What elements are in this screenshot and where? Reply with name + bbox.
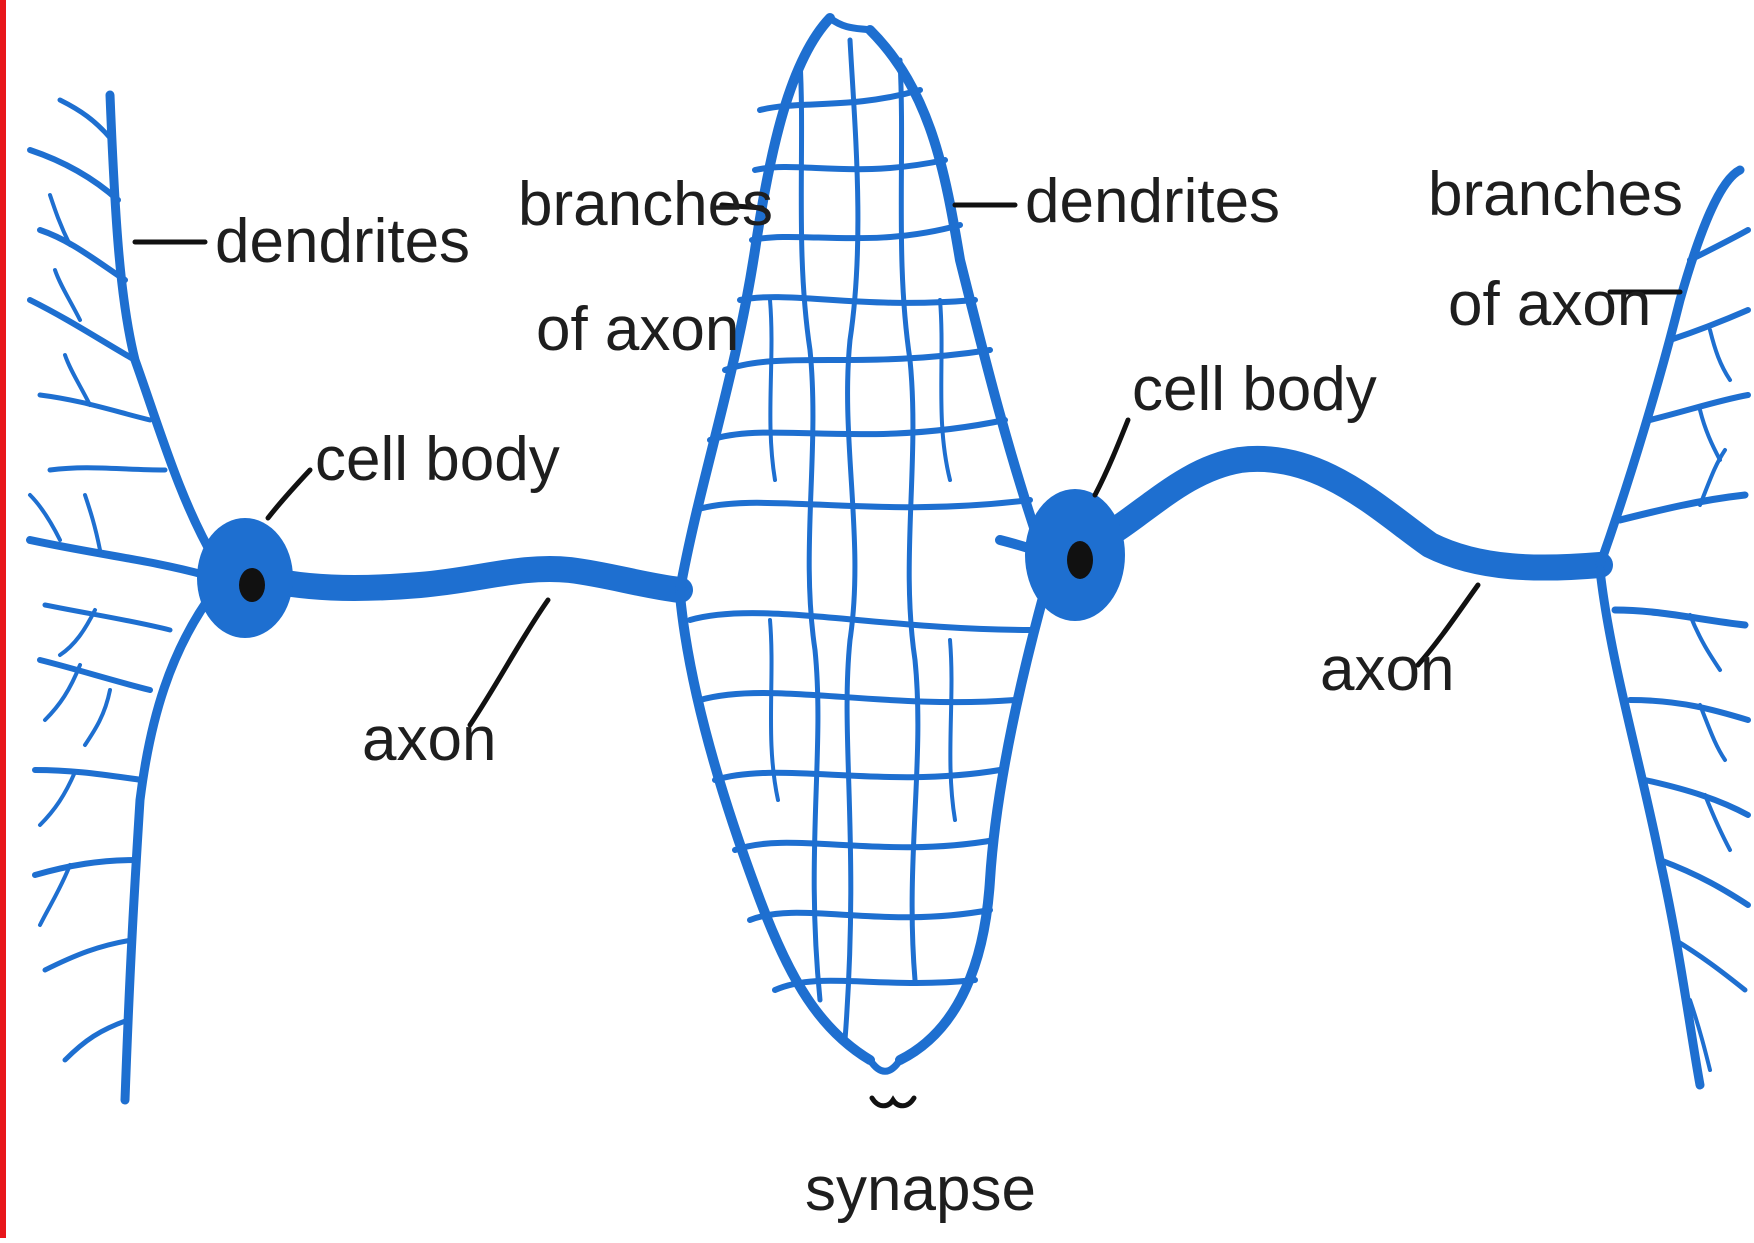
right-cell-body	[1025, 489, 1125, 621]
label-synapse: synapse	[805, 1155, 1036, 1224]
left-axon	[250, 569, 680, 590]
label-cell-body-right: cell body	[1132, 355, 1377, 424]
label-axon-right: axon	[1320, 635, 1454, 704]
label-axon-left: axon	[362, 705, 496, 774]
label-branches-right-line2: of axon	[1448, 270, 1651, 339]
labels: dendrites cell body axon branches of axo…	[215, 160, 1683, 1224]
label-cell-body-left: cell body	[315, 425, 560, 494]
left-cell-body	[197, 518, 293, 638]
leader-cell-body-left	[268, 470, 310, 518]
label-branches-right-line1: branches	[1428, 160, 1683, 229]
label-branches-mid-line1: branches	[518, 170, 773, 239]
leader-cell-body-right	[1095, 420, 1128, 495]
left-nucleus	[239, 568, 265, 602]
label-branches-mid-line2: of axon	[536, 295, 739, 364]
label-dendrites-left: dendrites	[215, 207, 470, 276]
left-dendrites	[30, 95, 215, 1100]
synapse-brace	[872, 1098, 914, 1106]
label-dendrites-mid: dendrites	[1025, 167, 1280, 236]
left-border-stripe	[0, 0, 6, 1238]
right-axon	[1090, 459, 1600, 568]
right-nucleus	[1067, 541, 1093, 579]
